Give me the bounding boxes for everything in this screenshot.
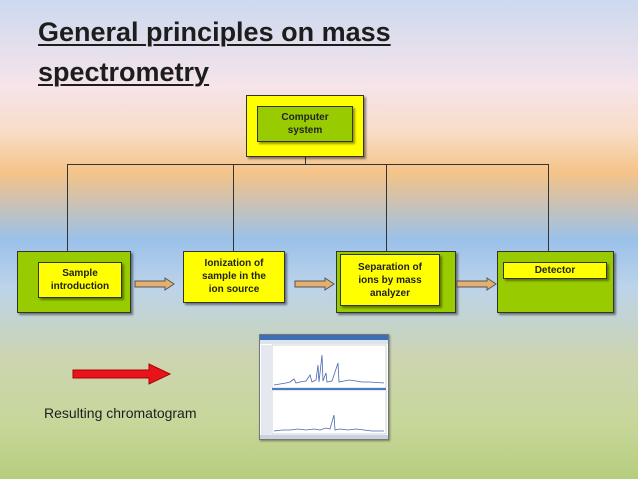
ionization-box <box>183 251 285 303</box>
detector-box: Detector <box>503 262 607 279</box>
arrow-sample-to-ionization <box>134 277 175 291</box>
bus-line <box>67 164 549 165</box>
computer-system-box: Computer system <box>257 106 353 142</box>
sample-introduction-box: Sample introduction <box>38 262 122 298</box>
chromatogram-screenshot <box>259 334 389 440</box>
arrow-separation-to-detector <box>456 277 497 291</box>
arrow-ionization-to-separation <box>294 277 335 291</box>
connector-separation <box>386 164 387 251</box>
connector-computer <box>305 156 306 165</box>
slide-title: General principles on mass spectrometry <box>38 17 391 87</box>
red-arrow-icon <box>72 363 172 385</box>
separation-box: Separation of ions by mass analyzer <box>340 254 440 306</box>
detector-frame <box>497 251 614 313</box>
ionization-label: Ionization of sample in the ion source <box>202 257 266 295</box>
connector-ionization <box>233 164 234 251</box>
connector-sample <box>67 164 68 251</box>
chromatogram-thumbnail <box>260 335 388 439</box>
connector-detector <box>548 164 549 251</box>
caption-resulting-chromatogram: Resulting chromatogram <box>44 405 197 421</box>
